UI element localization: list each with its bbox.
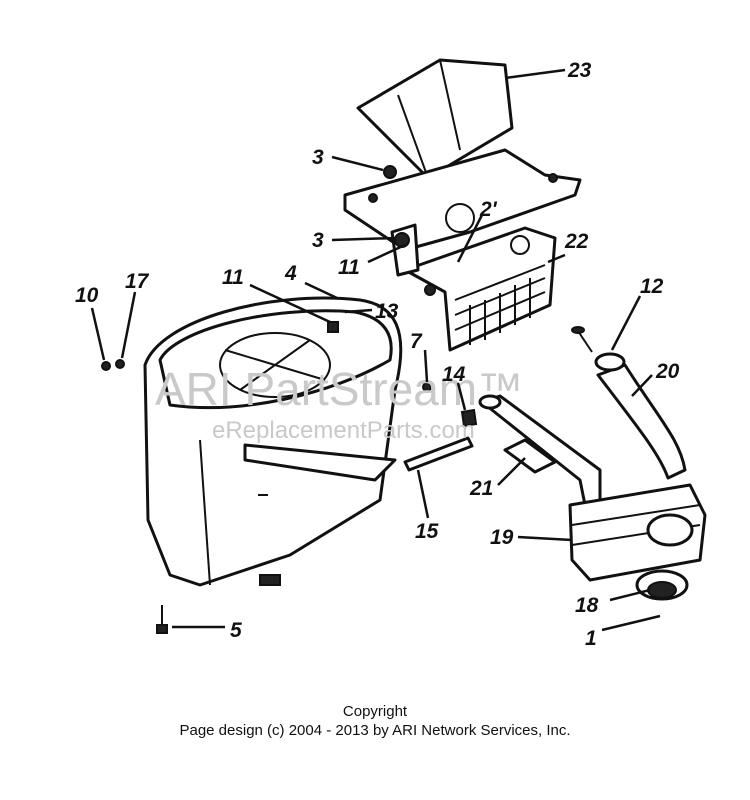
callout-11-housing: 11	[222, 266, 244, 289]
callout-3-lower: 3	[312, 229, 324, 252]
small-fasteners-10-17	[101, 359, 125, 371]
callout-3-upper: 3	[312, 146, 324, 169]
callout-14: 14	[442, 363, 466, 386]
leader-lines	[90, 68, 661, 632]
rod-15	[403, 436, 474, 472]
callout-13: 13	[375, 300, 399, 323]
callout-labels: 23 3 3 2' 22 11 11 4 13 10 17 12 7 14 20…	[75, 59, 680, 650]
bolt-5	[156, 605, 168, 634]
callout-21: 21	[469, 477, 493, 500]
blower-housing	[143, 296, 403, 587]
parts-diagram: ARI PartStream™ eReplacementParts.com 23…	[75, 58, 707, 650]
exhaust-pipe-21	[478, 394, 602, 507]
callout-23: 23	[567, 59, 592, 82]
callout-18: 18	[575, 594, 599, 617]
callout-4: 4	[284, 262, 297, 285]
bracket-plate	[343, 148, 582, 252]
callout-19: 19	[490, 526, 514, 549]
watermark-site: eReplacementParts.com	[212, 417, 475, 444]
copyright-notice: Page design (c) 2004 - 2013 by ARI Netwo…	[179, 722, 571, 739]
copyright-heading: Copyright	[342, 703, 408, 720]
callout-17: 17	[125, 270, 150, 293]
callout-12: 12	[640, 275, 664, 298]
muffler-19	[568, 483, 707, 601]
part-23-cover	[356, 58, 514, 180]
callout-2: 2'	[479, 198, 498, 221]
copyright-footer: Copyright Page design (c) 2004 - 2013 by…	[0, 702, 750, 740]
callout-11-bracket: 11	[338, 256, 360, 279]
callout-7: 7	[410, 330, 423, 353]
callout-5: 5	[230, 619, 242, 642]
clip-7-nut-14	[422, 382, 478, 428]
part-22-heat-shield	[403, 226, 557, 352]
callout-1: 1	[585, 627, 597, 650]
pipe-20	[571, 326, 687, 480]
mounting-bracket	[383, 165, 420, 277]
callout-22: 22	[564, 230, 589, 253]
watermark-brand: ARI PartStream™	[155, 363, 523, 415]
callout-10: 10	[75, 284, 99, 307]
callout-20: 20	[655, 360, 680, 383]
callout-15: 15	[415, 520, 439, 543]
